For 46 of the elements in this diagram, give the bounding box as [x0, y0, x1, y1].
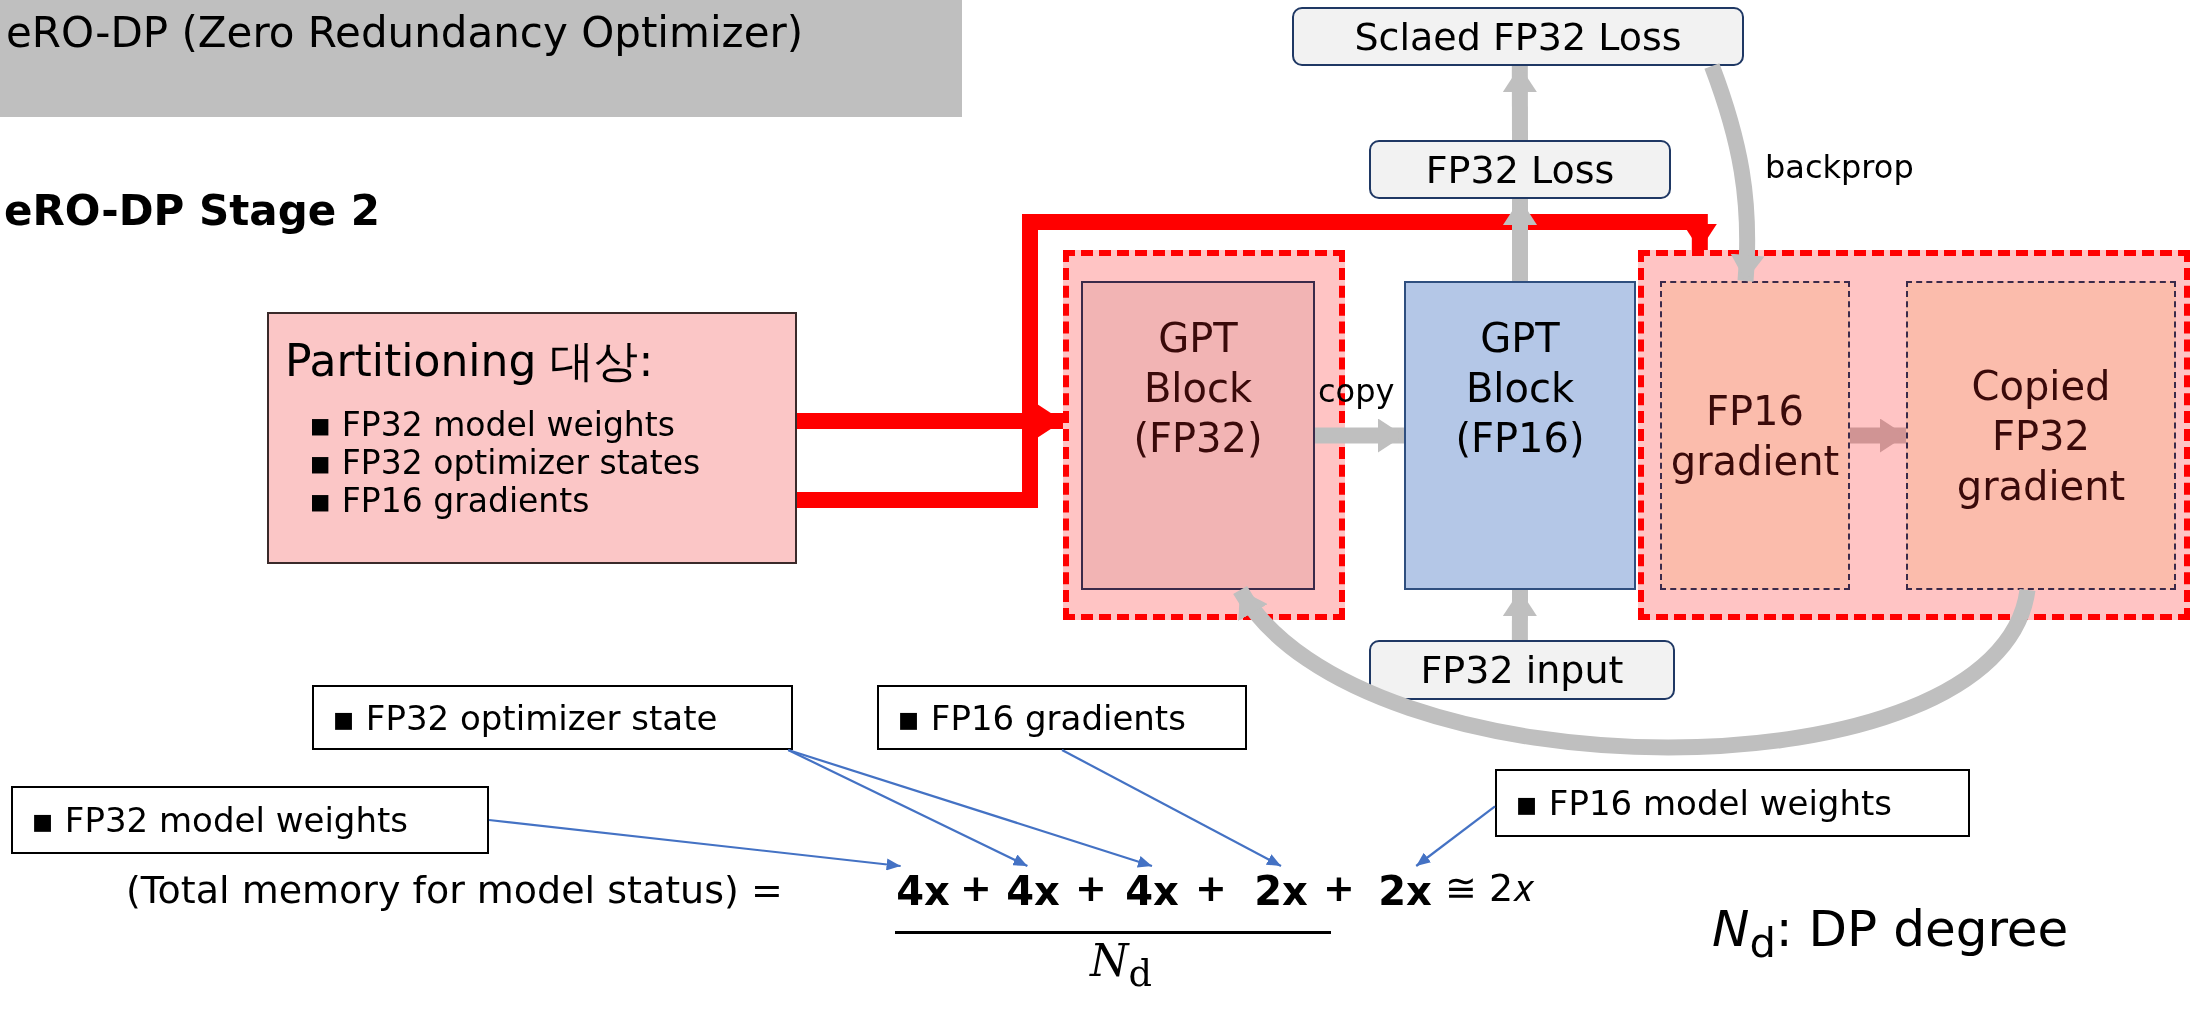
arrow	[796, 403, 1063, 438]
process-box: Sclaed FP32 Loss	[1292, 7, 1744, 66]
formula-term: 4x	[895, 866, 951, 916]
denominator: N$_{d}$	[1090, 935, 1152, 995]
block-box: GPT Block (FP16)	[1404, 281, 1636, 590]
title-text: eRO-DP (Zero Redundancy Optimizer)	[6, 8, 804, 57]
callout-box: ▪ FP16 gradients	[877, 685, 1247, 750]
arrow	[797, 214, 1717, 508]
box-heading: Partitioning 대상:	[285, 334, 654, 388]
callout-box: ▪ FP32 model weights	[11, 786, 489, 854]
arrow	[1503, 199, 1537, 281]
curved-arrow	[1233, 584, 2035, 756]
process-box: FP32 Loss	[1369, 140, 1671, 199]
callout-box: ▪ FP32 optimizer state	[312, 685, 793, 750]
plus-sign: +	[1195, 866, 1227, 910]
block-box: GPT Block (FP32)	[1081, 281, 1315, 590]
plus-sign: +	[1323, 866, 1355, 910]
arrow	[1850, 418, 1906, 453]
list-item: ▪ FP32 model weights	[309, 406, 675, 444]
formula-term: 2x	[1377, 866, 1433, 916]
leader-line	[488, 818, 901, 871]
leader-line	[1415, 805, 1496, 867]
leader-line	[787, 748, 1153, 868]
gradient-box: FP16 gradient	[1660, 281, 1850, 590]
process-box: FP32 input	[1369, 640, 1675, 700]
plus-sign: +	[1075, 866, 1107, 910]
list-item: ▪ FP32 optimizer states	[309, 444, 701, 482]
formula-term: 4x	[1005, 866, 1061, 916]
partition-box	[267, 312, 797, 564]
formula-term: 2x	[1253, 866, 1309, 916]
leader-line	[1061, 749, 1282, 867]
callout-box: ▪ FP16 model weights	[1495, 769, 1970, 837]
arrow	[1502, 589, 1537, 641]
dashed-group-box	[1638, 250, 2190, 620]
section-heading: eRO-DP Stage 2	[4, 186, 381, 235]
formula-text: ≅ 2𝑥	[1445, 866, 1535, 911]
gradient-box: Copied FP32 gradient	[1906, 281, 2176, 590]
legend-text: N$_{d}$: DP degree	[1712, 900, 2069, 967]
arrow	[1704, 63, 1765, 282]
formula-text: (Total memory for model status) =	[126, 868, 783, 912]
plus-sign: +	[960, 866, 992, 910]
formula-term: 4x	[1124, 866, 1180, 916]
edge-label: copy	[1318, 372, 1395, 410]
list-item: ▪ FP16 gradients	[309, 482, 590, 520]
arrow	[1502, 65, 1537, 141]
arrow	[1315, 418, 1404, 453]
